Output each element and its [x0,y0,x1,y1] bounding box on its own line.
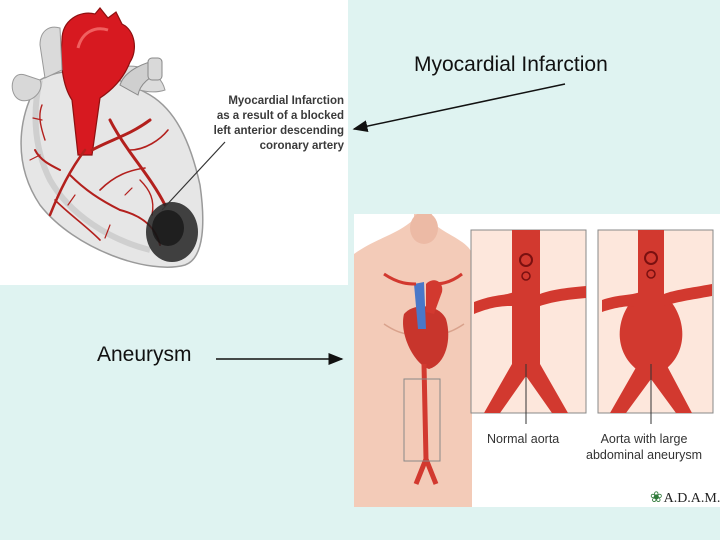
torso-heart [403,306,449,369]
heart-illustration: Myocardial Infarction as a result of a b… [0,0,348,285]
callout-line: left anterior descending [213,125,344,137]
aorta-drawing [354,214,714,507]
leaf-icon: ❀ [650,490,663,506]
callout-line: coronary artery [259,140,344,152]
aorta-illustration: Normal aorta Aorta with large abdominal … [354,214,720,507]
aneurysm-label: Aneurysm [97,343,192,366]
callout-line: as a result of a blocked [216,110,344,122]
aneurysm-aorta-caption: Aorta with large abdominal aneurysm [586,431,702,463]
normal-aorta-caption: Normal aorta [487,432,560,446]
caption-line: abdominal aneurysm [586,448,703,462]
zoom-box [403,378,441,462]
callout-pointer [161,141,226,211]
adam-text: A.D.A.M. [663,491,720,506]
coronary-arteries [29,104,169,246]
myocardial-infarction-label: Myocardial Infarction [414,53,608,76]
callout-line: Myocardial Infarction [228,95,344,107]
heart-drawing [11,7,226,268]
adam-logo: ❀A.D.A.M. [650,488,720,507]
caption-line: Aorta with large [600,432,688,446]
heart-callout: Myocardial Infarction as a result of a b… [186,94,344,154]
mi-arrow [352,83,566,133]
left-atrium [11,73,42,102]
torso [354,214,472,507]
